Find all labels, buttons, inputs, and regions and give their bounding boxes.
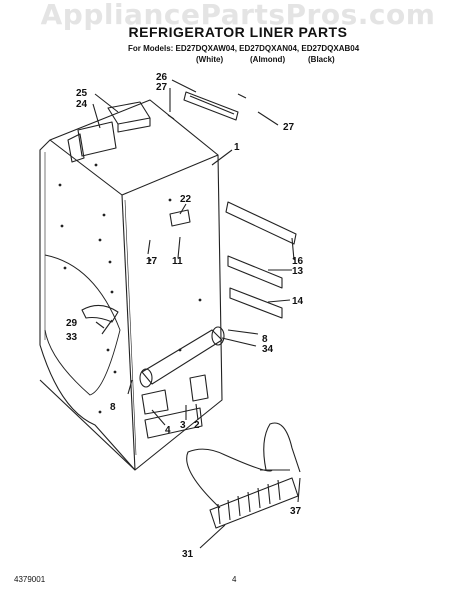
bottom-components <box>141 374 209 439</box>
callout-31: 31 <box>182 549 194 560</box>
defrost-heater-tube <box>139 326 225 388</box>
variant-almond: (Almond) <box>250 55 286 64</box>
screw-27 <box>167 93 247 120</box>
callout-14: 14 <box>292 296 304 307</box>
callout-4: 4 <box>165 425 171 436</box>
shelf-supports <box>225 201 297 319</box>
callout-8b: 8 <box>110 402 116 413</box>
variant-white: (White) <box>196 55 224 64</box>
variant-black: (Black) <box>308 55 335 64</box>
drain-heater-coil <box>186 422 301 529</box>
models-line: For Models: ED27DQXAW04, ED27DQXAN04, ED… <box>128 44 360 53</box>
callout-27: 27 <box>156 82 168 93</box>
callout-13: 13 <box>292 266 304 277</box>
callout-8: 8 <box>262 334 268 345</box>
page-number: 4 <box>232 575 237 584</box>
callout-17: 17 <box>146 256 158 267</box>
callout-34: 34 <box>262 344 274 355</box>
part-29-33 <box>81 304 119 323</box>
callout-25: 25 <box>76 88 88 99</box>
callout-22: 22 <box>180 194 192 205</box>
liner-cabinet <box>39 99 223 471</box>
callout-37: 37 <box>290 506 302 517</box>
callout-29: 29 <box>66 318 78 329</box>
callout-27b: 27 <box>283 122 295 133</box>
document-number: 4379001 <box>14 575 46 584</box>
part-bracket <box>169 209 191 227</box>
callout-11: 11 <box>172 256 183 267</box>
part-top-trim <box>183 91 239 121</box>
callout-26: 26 <box>156 72 168 83</box>
callout-3: 3 <box>180 420 186 431</box>
callout-2: 2 <box>194 420 200 431</box>
callout-1: 1 <box>234 142 240 153</box>
callout-16: 16 <box>292 256 304 267</box>
callout-33: 33 <box>66 332 78 343</box>
page-title: REFRIGERATOR LINER PARTS <box>128 24 348 40</box>
callout-24: 24 <box>76 99 88 110</box>
air-duct-assembly <box>67 101 151 163</box>
callout-labels: 26 27 25 24 27 1 22 17 11 16 13 14 29 33… <box>66 72 304 560</box>
